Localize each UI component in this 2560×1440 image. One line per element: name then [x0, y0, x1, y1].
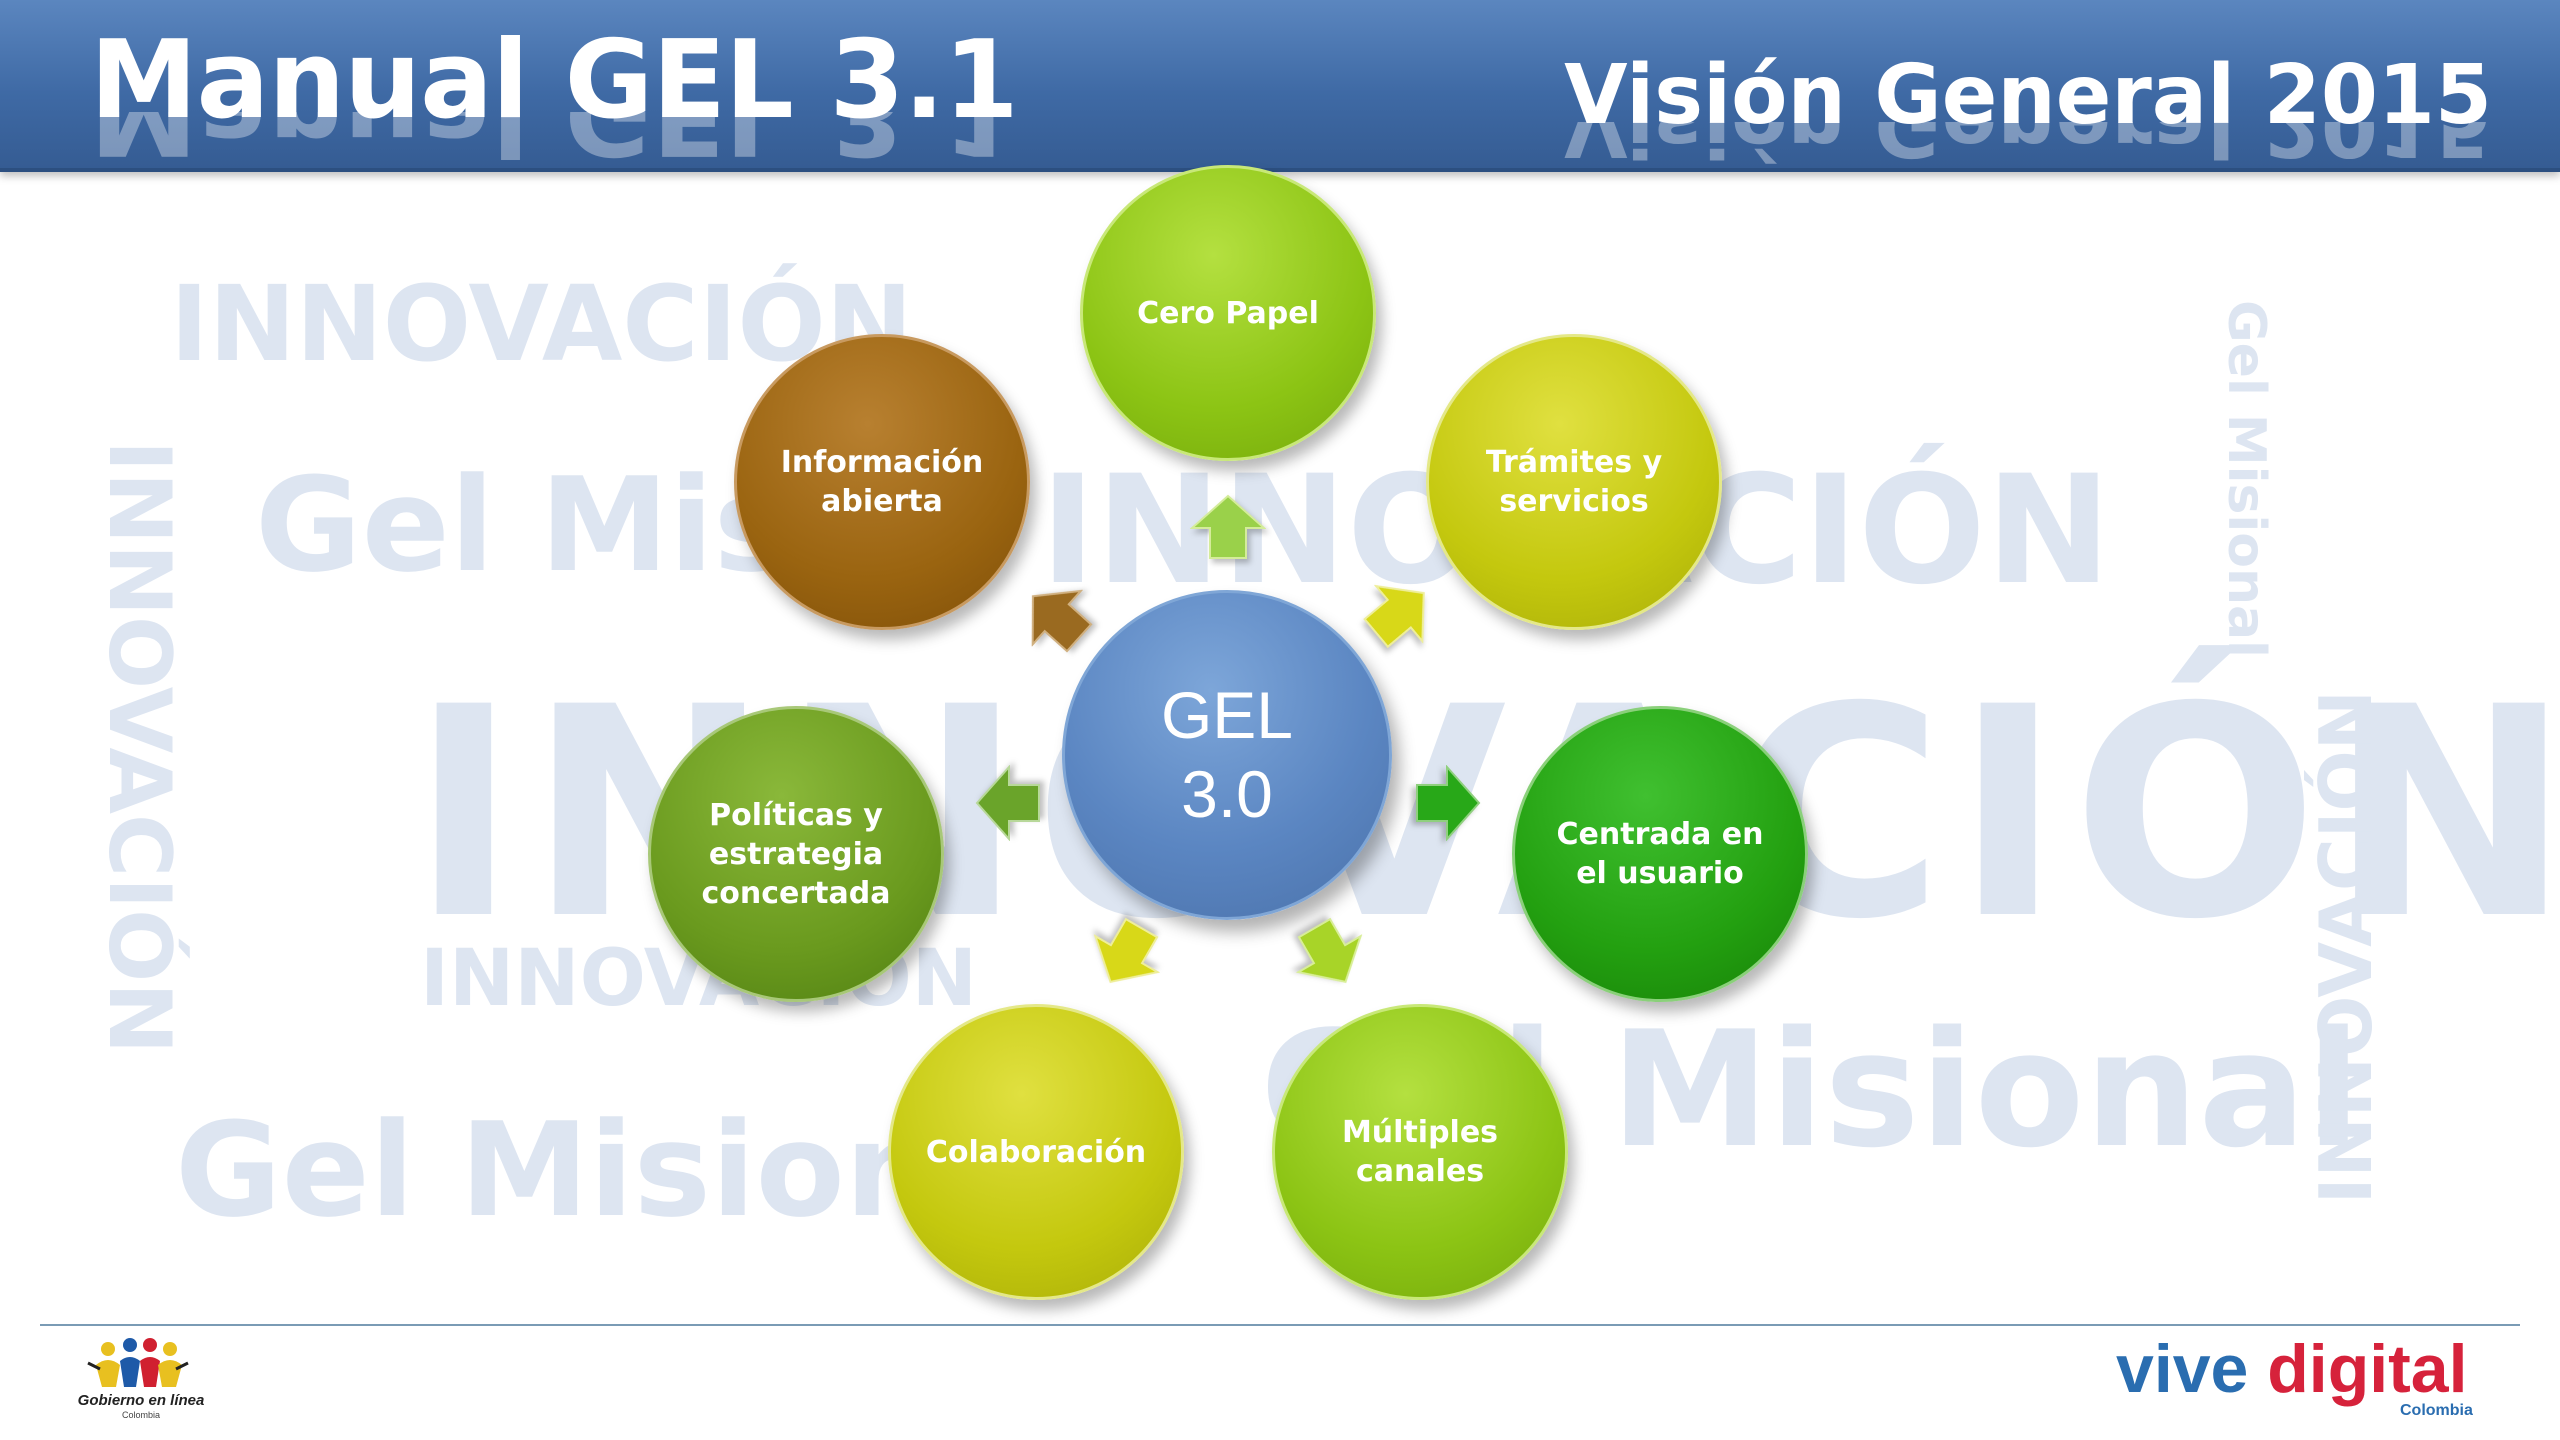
vive-word: vive — [2116, 1331, 2249, 1407]
node-label: Trámites y servicios — [1485, 445, 1663, 519]
arrow-up-left-icon — [1031, 589, 1093, 653]
node-label: Múltiples canales — [1341, 1115, 1499, 1189]
node-label: Políticas y estrategia concertada — [701, 797, 891, 911]
page-title: Manual GEL 3.1 — [90, 18, 1019, 143]
vive-digital-logo: vive digital — [2116, 1330, 2467, 1408]
gobierno-en-linea-country: Colombia — [121, 1410, 161, 1420]
arrow-up-right-icon — [1363, 584, 1425, 649]
page-subtitle: Visión General 2015 — [1564, 48, 2492, 143]
node-centrada-usuario: Centrada en el usuario — [1512, 706, 1808, 1002]
title-reflection: Manual GEL 3.1 — [90, 112, 1018, 168]
node-colaboracion: Colaboración — [888, 1004, 1184, 1300]
watermark-gel-misiona: Gel Misiona — [175, 1094, 1026, 1246]
digital-word: digital — [2267, 1331, 2468, 1407]
arrow-down-right-icon — [1295, 917, 1363, 984]
arrow-down-left-icon — [1093, 917, 1161, 984]
watermark-gel-misional-vertical: Gel Misional — [2216, 300, 2276, 658]
node-label: Información abierta — [780, 445, 984, 519]
header-banner: Manual GEL 3.1 Manual GEL 3.1 Visión Gen… — [0, 0, 2560, 172]
node-cero-papel: Cero Papel — [1080, 165, 1376, 461]
watermark-innovacion-vertical: INNOVACIÓN — [2304, 690, 2388, 1205]
subtitle-reflection: Visión General 2015 — [1564, 122, 2492, 166]
node-label: Centrada en el usuario — [1556, 817, 1764, 891]
node-politicas-estrategia: Políticas y estrategia concertada — [648, 706, 944, 1002]
center-node-gel: GEL 3.0 — [1062, 590, 1392, 920]
gobierno-en-linea-logo — [87, 1338, 189, 1387]
vive-digital-country: Colombia — [2400, 1402, 2473, 1419]
gobierno-en-linea-text: Gobierno en línea — [77, 1392, 205, 1409]
arrow-left-icon — [975, 765, 1040, 841]
arrow-up-icon — [1190, 494, 1266, 559]
footer-divider — [40, 1324, 2520, 1326]
center-node-label: GEL 3.0 — [1160, 677, 1294, 831]
arrow-right-icon — [1416, 765, 1481, 841]
watermark-innovacion: INNOVACIÓN — [170, 263, 913, 385]
node-informacion-abierta: Información abierta — [734, 334, 1030, 630]
node-label: Colaboración — [925, 1134, 1147, 1170]
watermark-innovacion-vertical: INNOVACIÓN — [89, 440, 189, 1055]
node-label: Cero Papel — [1137, 295, 1319, 331]
node-multiples-canales: Múltiples canales — [1272, 1004, 1568, 1300]
node-tramites-servicios: Trámites y servicios — [1426, 334, 1722, 630]
